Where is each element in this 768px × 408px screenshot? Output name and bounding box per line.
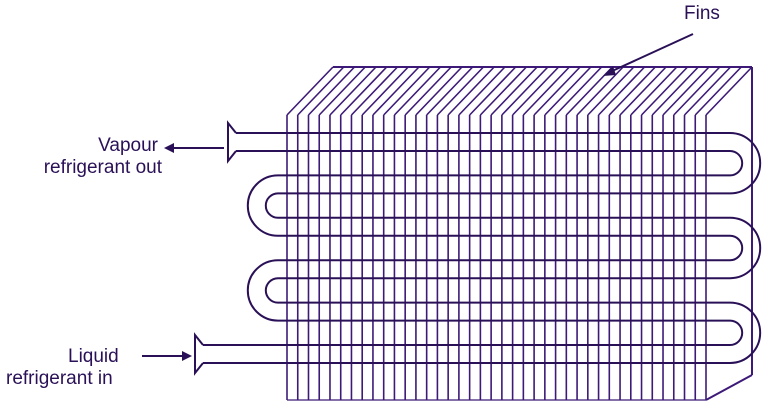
fin-top-edge bbox=[297, 66, 345, 116]
fin-top-edge bbox=[415, 66, 463, 116]
tube-flare-end bbox=[194, 332, 204, 376]
u-bend-inner bbox=[729, 319, 744, 346]
fins-label-text: Fins bbox=[684, 3, 720, 24]
fin-top-edge bbox=[426, 66, 474, 116]
fin-top-edge bbox=[619, 66, 667, 116]
arrow-head bbox=[164, 143, 174, 153]
refrigerant-tube bbox=[194, 120, 762, 376]
u-bend-inner bbox=[729, 150, 744, 177]
fin-top-edge bbox=[340, 66, 388, 116]
u-bend-outer bbox=[729, 301, 762, 364]
fin-top-edge bbox=[383, 66, 431, 116]
fin-top-edge bbox=[608, 66, 656, 116]
vapour-outlet-label-line2: refrigerant out bbox=[43, 157, 162, 178]
u-bend-outer bbox=[246, 174, 279, 237]
liquid-inlet-label-line1: Liquid bbox=[68, 346, 119, 367]
fin-top-edge bbox=[544, 66, 592, 116]
fin-top-edge bbox=[522, 66, 570, 116]
fin-top-edge bbox=[286, 66, 334, 116]
fin-top-edge bbox=[372, 66, 420, 116]
u-bend-outer bbox=[729, 132, 762, 195]
fin-top-edge bbox=[393, 66, 442, 116]
fins-leader-line bbox=[609, 33, 694, 73]
fin-top-edge bbox=[705, 66, 753, 116]
vapour-outlet-label-line1: Vapour bbox=[98, 135, 158, 156]
fin-top-edge bbox=[630, 66, 678, 116]
tube-flare-end bbox=[227, 120, 237, 164]
fin-top-edge bbox=[587, 66, 635, 116]
u-bend-outer bbox=[729, 216, 762, 280]
fin-top-edge bbox=[512, 66, 560, 116]
u-bend-inner bbox=[264, 277, 279, 304]
fin-block-bottom-edge bbox=[705, 374, 753, 401]
fin-top-edge bbox=[479, 66, 527, 116]
fin-top-edge bbox=[662, 66, 710, 116]
fin-top-edge bbox=[329, 66, 377, 116]
fin-top-edge bbox=[404, 66, 452, 116]
fin-top-edge bbox=[651, 66, 699, 116]
fin-top-edge bbox=[469, 66, 517, 116]
arrow-head bbox=[182, 351, 192, 361]
fins-top-edges bbox=[286, 66, 753, 116]
fin-top-edge bbox=[436, 66, 484, 116]
fins-leader-arrow-head bbox=[603, 66, 616, 76]
fins-front-edges bbox=[286, 115, 707, 400]
fin-top-edge bbox=[307, 66, 356, 116]
fin-top-edge bbox=[318, 66, 366, 116]
fin-top-edge bbox=[490, 66, 538, 116]
leader-arrows bbox=[142, 33, 694, 361]
fin-top-edge bbox=[533, 66, 581, 116]
fin-top-edge bbox=[501, 66, 549, 116]
fin-top-edge bbox=[640, 66, 689, 116]
fin-top-edge bbox=[673, 66, 721, 116]
u-bend-inner bbox=[729, 234, 744, 262]
fin-block-outline bbox=[287, 66, 753, 401]
fin-top-edge bbox=[597, 66, 646, 116]
u-bend-inner bbox=[264, 192, 279, 219]
fin-top-edge bbox=[683, 66, 732, 116]
liquid-inlet-label: Liquid refrigerant in bbox=[6, 346, 156, 390]
fin-top-edge bbox=[447, 66, 495, 116]
fin-top-edge bbox=[361, 66, 409, 116]
fin-top-edge bbox=[555, 66, 603, 116]
u-bend-outer bbox=[246, 259, 279, 322]
vapour-outlet-label: Vapour refrigerant out bbox=[12, 135, 162, 179]
liquid-inlet-label-line2: refrigerant in bbox=[6, 368, 113, 389]
fin-top-edge bbox=[350, 66, 399, 116]
fin-top-edge bbox=[458, 66, 506, 116]
fins-label: Fins bbox=[684, 3, 720, 25]
fin-top-edge bbox=[694, 66, 742, 116]
